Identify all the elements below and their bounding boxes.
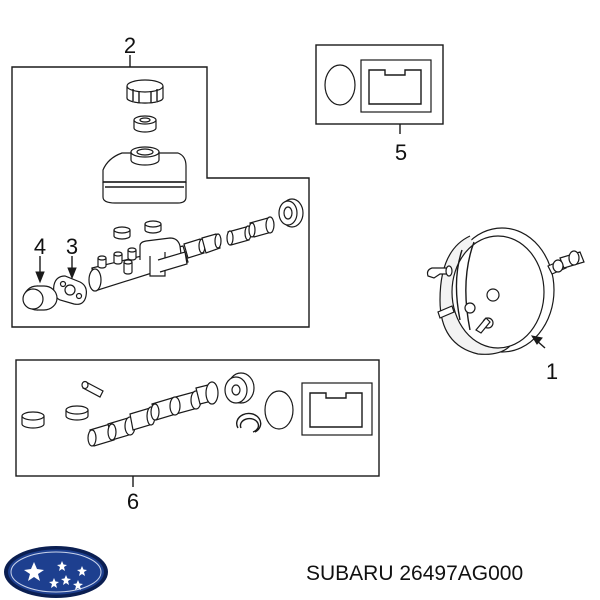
snap-ring-icon — [236, 412, 262, 433]
group-2-frame — [11, 66, 310, 328]
group-5-frame — [315, 44, 444, 125]
group-6-frame — [15, 359, 380, 477]
callout-4: 4 — [34, 234, 46, 259]
primary-piston — [87, 406, 156, 447]
cup-seal — [224, 372, 255, 404]
master-cylinder-body — [88, 237, 189, 292]
callout-1: 1 — [546, 359, 558, 384]
group-2-master-cylinder — [11, 55, 310, 328]
callout-2: 2 — [124, 33, 136, 58]
callout-6: 6 — [127, 489, 139, 514]
seal-part-4 — [22, 285, 58, 311]
reservoir-cap — [126, 79, 164, 104]
callout-3: 3 — [66, 234, 78, 259]
callout-1-arrowhead — [530, 335, 543, 345]
group-5-kit — [315, 44, 444, 134]
piston-assembly — [183, 216, 275, 259]
reservoir-filter — [133, 115, 157, 133]
grommets — [113, 220, 162, 240]
callout-5: 5 — [395, 140, 407, 165]
brake-booster-part-1 — [426, 227, 585, 355]
subaru-logo — [4, 546, 108, 598]
secondary-piston — [150, 381, 219, 421]
callout-4-arrowhead — [35, 271, 45, 284]
brand-part-number: SUBARU 26497AG000 — [306, 562, 523, 585]
group-6-repair-kit — [15, 359, 380, 487]
callout-3-arrowhead — [67, 267, 77, 280]
gasket-part-3 — [53, 275, 87, 305]
seal-discs — [21, 405, 89, 429]
o-ring-icon — [324, 64, 356, 106]
o-ring-icon — [264, 390, 294, 430]
end-seal — [278, 198, 304, 228]
kit-box-icon — [301, 382, 373, 436]
kit-box-icon — [360, 59, 432, 113]
reservoir-tank — [102, 146, 187, 204]
